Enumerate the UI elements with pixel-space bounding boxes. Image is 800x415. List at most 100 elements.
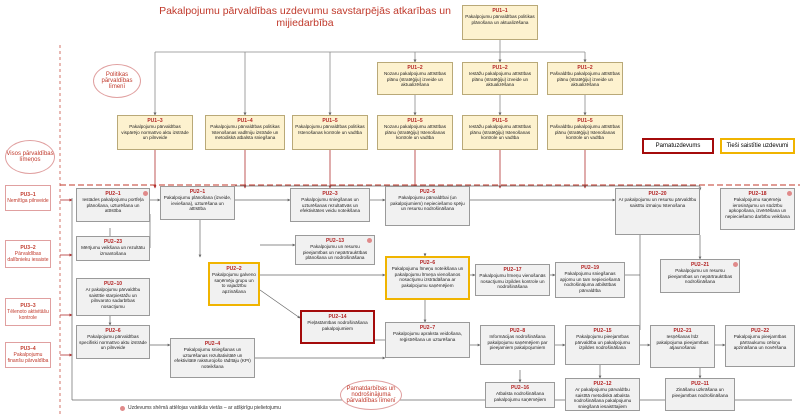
task-text: Pakalpojumu un resursu pieejamības un ne… [667,268,733,285]
task-text: Pakalpojumu pieejamības pārvaldība un pa… [574,334,631,351]
task-box-pu2-14[interactable]: PU2–14 Pieļāstāmības nodrošināšana pakal… [300,310,375,344]
task-text: Informācijas nodrošināšana pakalpojumu s… [487,334,548,351]
task-id: PU1–3 [147,118,163,124]
task-id: PU1–1 [492,8,508,14]
task-box-pu1-2-iestazu[interactable]: PU1–2 Iestāžu pakalpojumu attīstības plā… [462,62,538,95]
side-item-id: PU3–4 [20,346,36,352]
legend-linked: Tieši saistītie uzdevumi [720,138,795,154]
task-id: PU1–5 [492,118,508,124]
task-box-pu2-23[interactable]: PU2–23 Mērījumu veikšana un rezultātu iz… [76,236,150,261]
task-text: Iestādes pakalpojumu portfeļa plānošana,… [82,197,144,214]
task-id: PU1–2 [407,65,423,71]
side-item-id: PU3–3 [20,303,36,309]
side-item-label: Pārvaldības dalībnieku iesaiste [7,251,49,263]
task-id: PU2–7 [419,325,436,331]
side-item-id: PU3–1 [20,192,36,198]
task-text: Nozaru pakalpojumu attīstības plānu (str… [383,71,447,88]
task-box-pu2-6-norms[interactable]: PU2–6 Pakalpojumu pārvaldības specifiski… [76,325,150,359]
task-box-pu2-15[interactable]: PU2–15 Pakalpojumu pieejamības pārvaldīb… [565,325,640,365]
task-box-pu1-5-nozaru[interactable]: PU1–5 Nozaru pakalpojumu attīstības plān… [377,115,453,150]
task-box-pu2-18[interactable]: PU2–18 Pakalpojumu saņēmēju ierosinājumu… [720,188,795,230]
task-text: Pakalpojumu pārvaldības politikas plānoš… [465,14,535,25]
task-id: PU2–20 [648,191,667,197]
task-box-pu2-4[interactable]: PU2–4 Pakalpojumu sniegšanas un uzturēša… [170,338,255,378]
task-text: Pakalpojumu pārvaldības politikas īsteno… [295,124,365,135]
task-text: Mērījumu veikšana un rezultātu izmantoša… [81,245,145,256]
task-box-pu2-6-levels[interactable]: PU2–6 Pakalpojumu līmeņu noteikšana un p… [385,256,470,300]
task-box-pu1-2-nozaru[interactable]: PU1–2 Nozaru pakalpojumu attīstības plān… [377,62,453,95]
task-text: Zināšanu uzkrāšana un pieejamības nodroš… [671,387,729,398]
task-box-pu2-1-portfolio[interactable]: PU2–1 Iestādes pakalpojumu portfeļa plān… [76,188,150,222]
task-box-pu2-7[interactable]: PU2–7 Pakalpojumu apraksta veidošana, re… [385,322,470,358]
task-box-pu2-8[interactable]: PU2–8 Informācijas nodrošināšana pakalpo… [480,325,555,365]
task-text: Pakalpojumu saņēmēju ierosinājumu un sūd… [725,197,790,219]
task-text: Iestāžu pakalpojumu attīstības plānu (st… [468,71,532,88]
task-box-pu2-22[interactable]: PU2–22 Pakalpojumu pieejamības pārtrauku… [725,325,795,367]
task-box-pu2-16[interactable]: PU2–16 Atbalsta nodrošināšana pakalpojum… [485,382,555,408]
level-label-politics-text: Politikas pārvaldības līmenī [101,72,133,90]
task-text: Pakalpojumu pārvaldības vispārējo normat… [121,124,189,141]
task-id: PU2–6 [419,260,436,266]
level-label-basic-text: Pamatdarbības un nodrošinājuma pārvaldīb… [346,386,396,404]
task-id: PU2–6 [105,328,121,334]
level-label-basic: Pamatdarbības un nodrošinājuma pārvaldīb… [340,380,402,410]
task-box-pu2-13[interactable]: PU2–13 Pakalpojumu un resursu pieejamība… [295,235,375,265]
task-box-pu2-20[interactable]: PU2–20 Ar pakalpojumu un resursu pārvald… [615,188,700,235]
legend-main-task-label: Pamatuzdevums [655,143,701,149]
task-id: PU2–10 [103,281,123,287]
task-id: PU2–12 [593,381,612,387]
task-box-pu2-11[interactable]: PU2–11 Zināšanu uzkrāšana un pieejamības… [665,378,735,411]
task-text: Pašvaldību pakalpojumu attīstības plānu … [550,71,620,88]
task-id: PU2–22 [750,328,770,334]
task-box-pu1-4[interactable]: PU1–4 Pakalpojumu pārvaldības politikas … [205,115,285,150]
task-id: PU2–1 [189,189,206,195]
task-id: PU2–2 [226,266,242,272]
task-id: PU2–11 [691,381,709,387]
task-text: Pakalpojumu un resursu pieejamības un ne… [302,244,368,261]
task-box-pu2-10[interactable]: PU2–10 Ar pakalpojumu pārvaldību saistīt… [76,278,150,316]
task-box-pu2-3[interactable]: PU2–3 Pakalpojumu sniegšanas un uzturēša… [290,188,370,222]
multi-location-dot [143,191,148,196]
task-id: PU2–21 [690,262,710,268]
task-id: PU2–19 [580,265,600,271]
task-id: PU2–3 [322,191,338,197]
task-text: Ar pakalpojumu pārvaldību saistītie star… [85,287,141,309]
task-id: PU1–5 [407,118,423,124]
task-text: Pieļāstāmības nodrošināšana pakalpojumie… [307,320,368,331]
task-box-pu2-1[interactable]: PU2–1 Pakalpojumu plānošana (izveide, ie… [160,186,235,220]
task-text: Pakalpojumu pārvaldībai (un pakalpojumie… [390,195,465,212]
footnote-text: Uzdevums shēmā attēlojas vairākās vietās… [128,405,281,411]
task-text: Pakalpojumu pieejamības pārtraukumu cēlo… [733,334,787,351]
multi-location-dot [367,238,372,243]
task-box-pu1-1[interactable]: PU1–1 Pakalpojumu pārvaldības politikas … [462,5,538,40]
task-box-pu2-21-availability[interactable]: PU2–21 Pakalpojumu un resursu pieejamība… [660,259,740,293]
task-id: PU2–14 [328,314,347,320]
task-text: Pakalpojumu galveno saņēmēju grupu un to… [212,272,256,294]
footnote: Uzdevums shēmā attēlojas vairākās vietās… [120,405,281,411]
task-id: PU2–8 [509,328,526,334]
task-box-pu2-21-restore[interactable]: PU2–21 Iesņēšanas līdz pakalpojuma pieej… [650,325,715,368]
task-id: PU2–5 [419,189,436,195]
task-box-pu1-5-pasvaldibu[interactable]: PU1–5 Pašvaldību pakalpojumu attīstības … [547,115,623,150]
level-label-politics: Politikas pārvaldības līmenī [93,64,141,98]
task-text: Pakalpojumu līmeņu noteikšana un pakalpo… [391,266,464,288]
task-box-pu1-5-politics[interactable]: PU1–5 Pakalpojumu pārvaldības politikas … [292,115,368,150]
multi-location-dot [787,191,792,196]
task-id: PU2–23 [103,239,123,245]
task-text: Nozaru pakalpojumu attīstības plānu (str… [383,124,447,141]
side-item-label: Nemītīga pilnveide [7,198,49,204]
side-item-2: PU3–2 Pārvaldības dalībnieku iesaiste [5,240,51,268]
task-box-pu1-2-pasvaldibu[interactable]: PU1–2 Pašvaldību pakalpojumu attīstības … [547,62,623,95]
task-box-pu1-5-iestazu[interactable]: PU1–5 Iestāžu pakalpojumu attīstības plā… [462,115,538,150]
level-label-all-text: Visos pārvaldības līmeņos [6,151,54,163]
task-box-pu2-5[interactable]: PU2–5 Pakalpojumu pārvaldībai (un pakalp… [385,186,470,226]
task-box-pu2-2[interactable]: PU2–2 Pakalpojumu galveno saņēmēju grupu… [208,262,260,306]
task-text: Iesņēšanas līdz pakalpojuma pieejamības … [656,334,709,351]
task-box-pu2-12[interactable]: PU2–12 Ar pakalpojumu pārvaldību saistīt… [565,378,640,411]
task-box-pu2-19[interactable]: PU2–19 Pakalpojumu sniegšanas apjomu un … [555,262,625,298]
side-item-4: PU3–4 Pakalpojumu finanšu pārvaldība [5,342,51,368]
task-box-pu2-17[interactable]: PU2–17 Pakalpojumu līmeņu vienošanās nos… [475,264,550,296]
task-box-pu1-3[interactable]: PU1–3 Pakalpojumu pārvaldības vispārējo … [117,115,193,150]
task-id: PU1–2 [577,65,593,71]
